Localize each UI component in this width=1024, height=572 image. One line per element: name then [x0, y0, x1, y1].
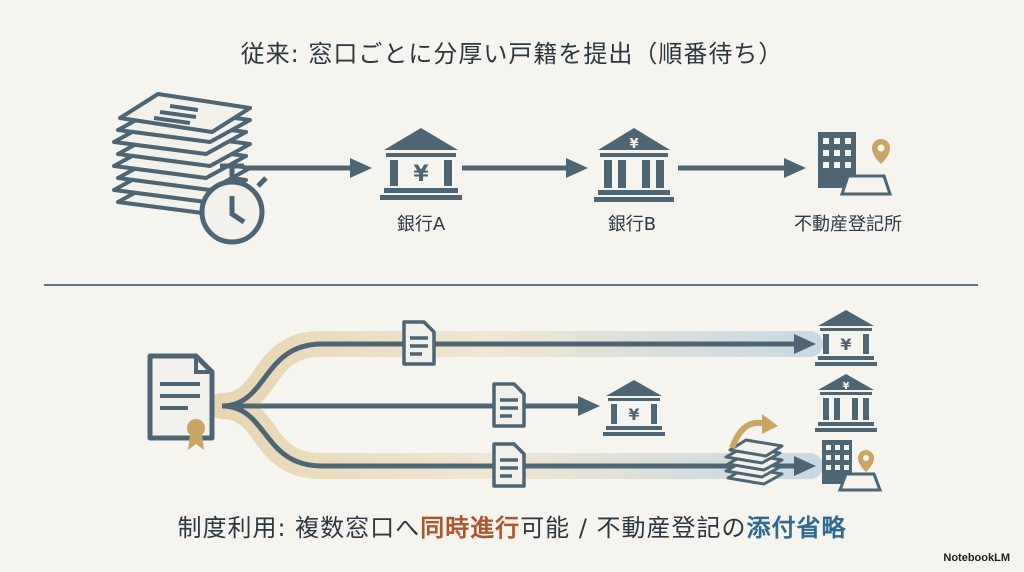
- svg-text:¥: ¥: [840, 335, 851, 354]
- skipped-document-stack-icon: [724, 438, 784, 486]
- stopwatch-icon: [199, 163, 268, 245]
- brand-watermark: NotebookLM: [943, 552, 1010, 564]
- document-icon: [492, 382, 526, 428]
- svg-text:¥: ¥: [413, 162, 429, 187]
- bank-b-icon: ¥: [815, 374, 877, 432]
- registry-office-label: 不動産登記所: [794, 214, 902, 235]
- traditional-title: 従来: 窓口ごとに分厚い戸籍を提出（順番待ち）: [240, 40, 784, 68]
- skip-arrow-icon: [729, 414, 778, 450]
- bank-b-icon: ¥: [594, 128, 674, 202]
- title-mid: 可能 / 不動産登記の: [520, 514, 747, 542]
- document-icon: [492, 442, 526, 488]
- bank-a-icon: ¥: [603, 380, 665, 436]
- bank-a-label: 銀行A: [396, 214, 446, 235]
- section-divider: [44, 284, 978, 286]
- svg-text:¥: ¥: [628, 405, 639, 424]
- bank-b-label: 銀行B: [607, 214, 657, 235]
- certificate-icon: [147, 353, 215, 450]
- registry-office-icon: [822, 440, 883, 492]
- flow-arrowheads: [578, 334, 816, 476]
- title-prefix: 制度利用: 複数窓口へ: [177, 514, 421, 542]
- new-system-title: 制度利用: 複数窓口へ同時進行可能 / 不動産登記の添付省略: [0, 508, 1024, 543]
- highlight-concurrent: 同時進行: [420, 514, 521, 542]
- bank-a-icon: ¥: [815, 310, 877, 366]
- svg-text:¥: ¥: [629, 137, 638, 152]
- registry-office-icon: [818, 132, 893, 196]
- highlight-omission: 添付省略: [746, 514, 847, 542]
- svg-text:¥: ¥: [843, 381, 850, 392]
- bank-a-icon: ¥: [380, 128, 462, 200]
- top-arrows: [248, 158, 806, 178]
- document-icon: [402, 320, 436, 366]
